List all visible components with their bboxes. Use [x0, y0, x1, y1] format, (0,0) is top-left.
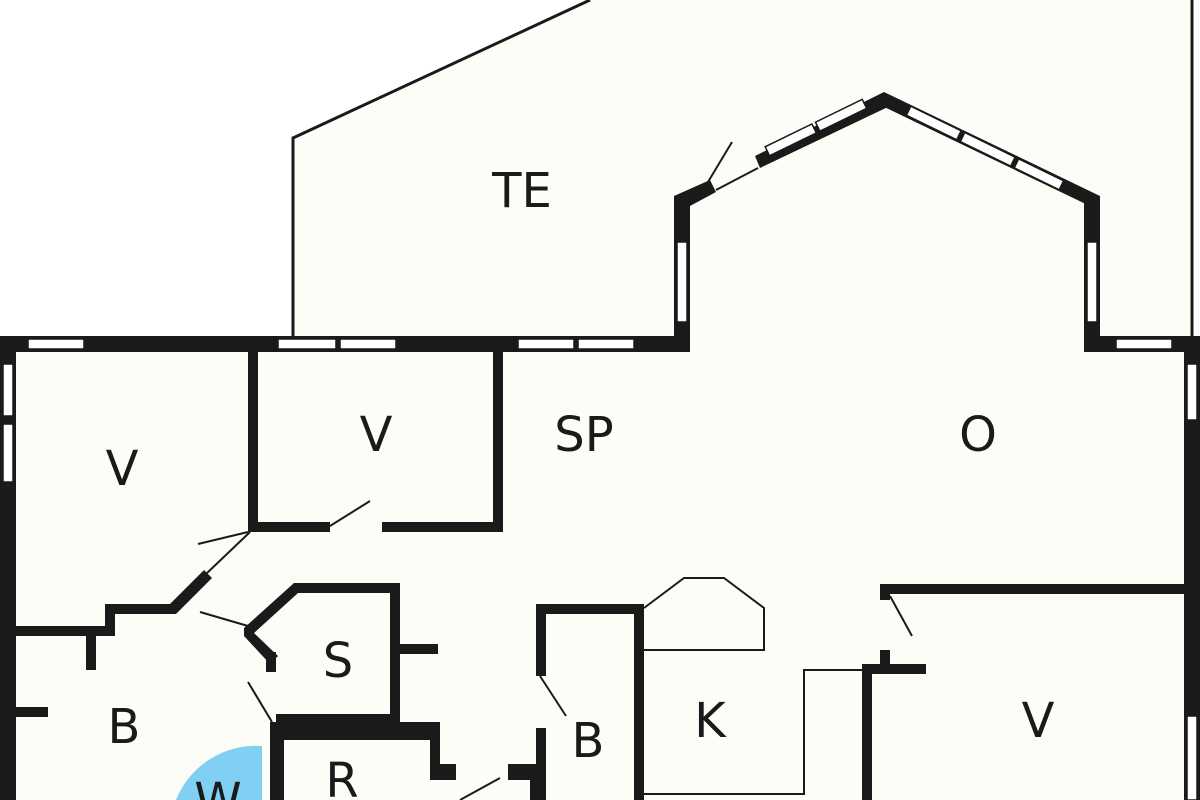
wall-bedroom-e-corner [862, 664, 926, 674]
wc-fixture [176, 745, 262, 800]
room-label-bedroom-n: V [360, 407, 393, 463]
window-west-1 [2, 363, 14, 417]
window-east-1 [1186, 363, 1198, 421]
window-east-2 [1186, 715, 1198, 800]
wall-bedroom-n-bottom-b [382, 522, 503, 532]
wall-bay-nw [674, 180, 716, 206]
terrace-outline [291, 0, 591, 340]
kitchen-counter [644, 669, 862, 795]
door-bay [707, 141, 733, 183]
wall-storage-stub [400, 644, 438, 654]
wall-utility [270, 722, 456, 800]
door-utility [459, 777, 501, 800]
window-bay-north-5 [1013, 157, 1065, 191]
window-bay-north-2 [814, 98, 868, 133]
wall-bedroom-e-left-stub [880, 650, 890, 666]
door-bathroom-w [247, 681, 273, 723]
door-bedroom-n [329, 500, 371, 527]
door-bathroom-c [539, 675, 567, 717]
room-label-living: O [959, 407, 997, 463]
window-bay-right [1086, 241, 1098, 323]
wall-bedroom-e-left-top [880, 584, 890, 600]
window-north-6 [1115, 338, 1173, 350]
room-label-bathroom-w: B [108, 699, 141, 755]
wall-bedroom-e-left [862, 664, 872, 800]
room-label-bathroom-c: B [572, 713, 605, 769]
kitchen-island [643, 577, 765, 651]
window-north-1 [27, 338, 85, 350]
door-bedroom-nw [197, 531, 249, 545]
wall-bedroom-nw-bottom [16, 570, 212, 636]
wall-bathroom-c-left-lower [536, 728, 546, 768]
door-bay-jamb [715, 167, 759, 191]
window-west-2 [2, 423, 14, 483]
room-label-dining: SP [554, 407, 613, 463]
wall-bedroom-e-top [880, 584, 1200, 594]
window-bay-north-3 [905, 105, 963, 141]
door-storage [199, 611, 249, 627]
window-bay-north-1 [764, 122, 818, 157]
wall-bedrooms-divider [248, 336, 258, 532]
room-label-wc: W [194, 773, 241, 800]
wall-bedroom-n-bottom-a [248, 522, 330, 532]
window-bay-north-4 [959, 131, 1017, 168]
window-north-5 [577, 338, 635, 350]
window-bay-left [676, 241, 688, 323]
wall-utility-right [530, 764, 546, 800]
room-label-bedroom-e: V [1022, 693, 1055, 749]
wall-east [1184, 336, 1200, 800]
door-bedroom-e [889, 595, 913, 637]
wall-bathroom-w-stub [16, 707, 48, 717]
room-label-storage: S [323, 633, 353, 689]
room-label-terrace: TE [491, 163, 552, 219]
wall-bedroom-n-right [493, 336, 503, 532]
window-north-4 [517, 338, 575, 350]
door-bedroom-nw-jamb [205, 531, 251, 575]
window-north-3 [339, 338, 397, 350]
room-label-bedroom-nw: V [106, 441, 139, 497]
wall-storage-left [266, 652, 276, 672]
room-label-kitchen: K [694, 693, 727, 749]
window-north-2 [277, 338, 337, 350]
wall-bedroom-nw-stub [86, 626, 96, 670]
room-label-utility: R [325, 753, 358, 800]
